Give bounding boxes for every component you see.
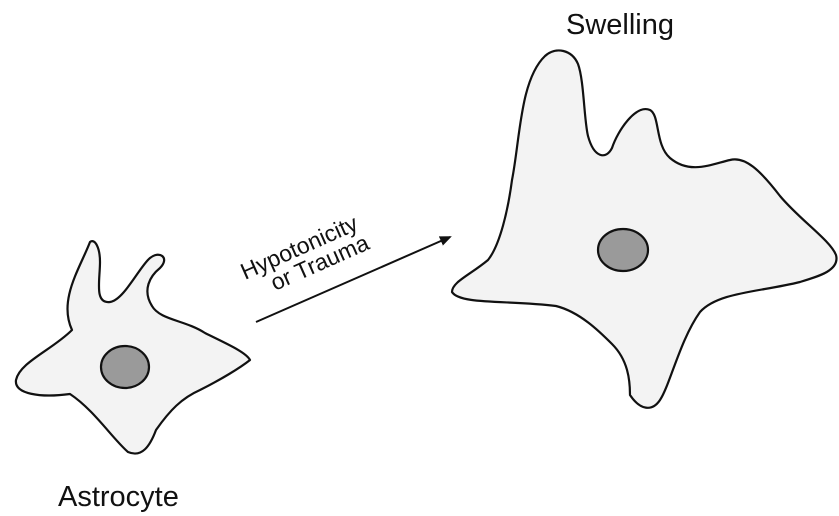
swelling-label: Swelling (566, 9, 674, 41)
swollen-astrocyte-body (452, 50, 837, 407)
swollen-astrocyte (452, 50, 837, 407)
normal-astrocyte (16, 241, 250, 453)
swollen-astrocyte-nucleus (598, 229, 648, 271)
astrocyte-label: Astrocyte (58, 481, 179, 513)
normal-astrocyte-nucleus (101, 346, 149, 388)
